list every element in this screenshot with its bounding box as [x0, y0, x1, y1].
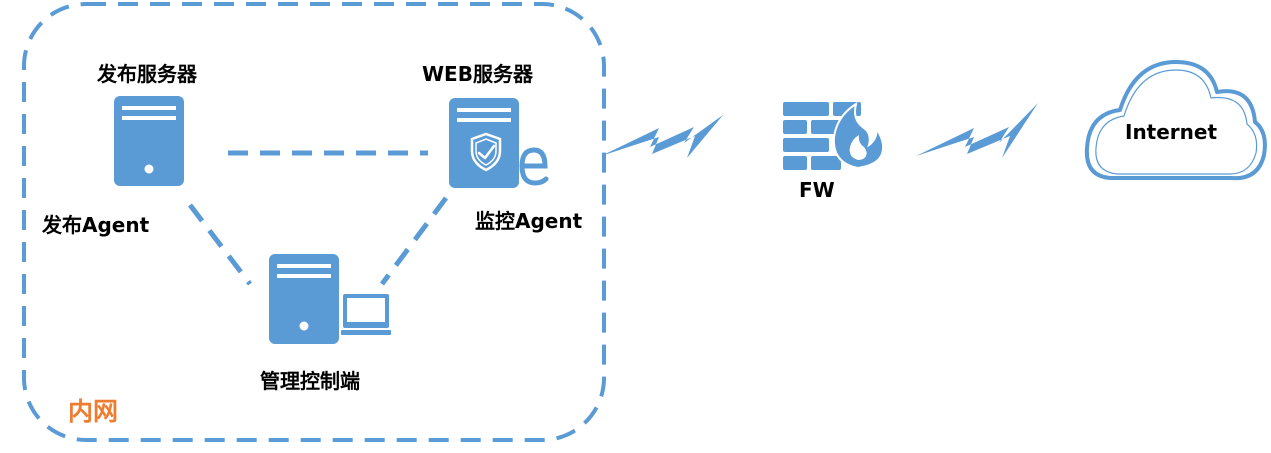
server-with-monitor-icon: [269, 254, 391, 344]
publish-server-label: 发布服务器: [97, 62, 197, 86]
web-server-label: WEB服务器: [422, 62, 533, 86]
browser-e-icon: [519, 147, 549, 186]
cloud-icon: [1084, 60, 1267, 181]
secure-web-server-icon: [449, 98, 549, 188]
server-icon: [114, 96, 184, 186]
firewall-icon: [783, 101, 885, 170]
internet-label: Internet: [1125, 120, 1218, 144]
intranet-boundary: [22, 2, 606, 442]
publish-agent-label: 发布Agent: [42, 213, 150, 237]
lightning-link-fw-internet: [916, 103, 1038, 158]
lightning-link-intranet-fw: [601, 115, 723, 158]
shield-icon: [470, 132, 502, 172]
monitor-icon: [341, 294, 391, 335]
link-web-to-console: [379, 196, 449, 286]
firewall-label: FW: [799, 178, 835, 202]
intranet-zone-label: 内网: [68, 397, 119, 426]
link-publish-to-console: [188, 203, 252, 286]
management-console-label: 管理控制端: [260, 369, 360, 393]
monitor-agent-label: 监控Agent: [475, 209, 583, 233]
